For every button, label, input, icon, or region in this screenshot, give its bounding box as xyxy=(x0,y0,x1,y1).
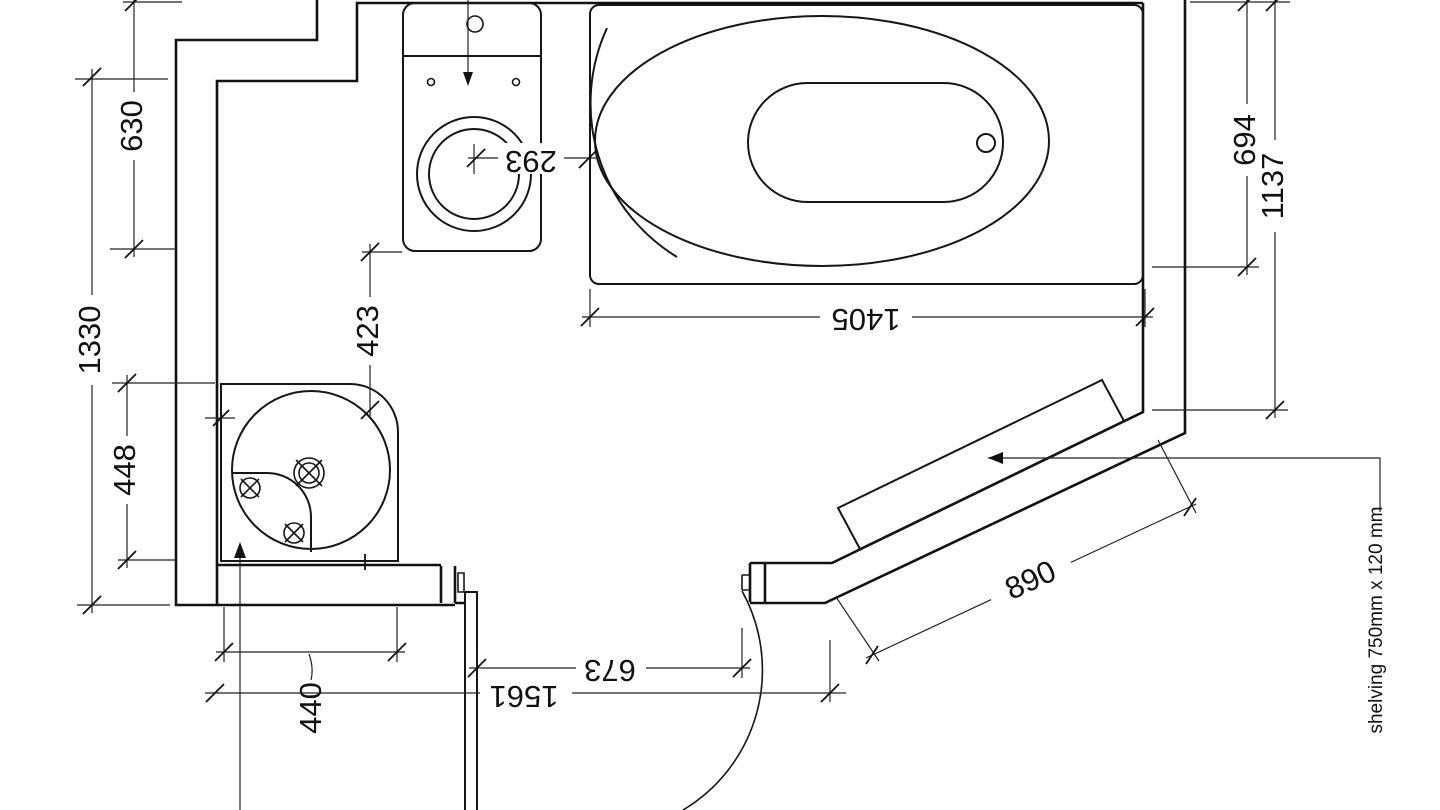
corner-shower xyxy=(220,383,399,810)
toilet-bolt-right xyxy=(511,77,521,87)
dimension-293: 293 xyxy=(466,143,598,179)
dim-label-1330: 1330 xyxy=(72,306,107,375)
shower-valve-symbol-2 xyxy=(283,522,305,544)
shower-tray-step xyxy=(232,472,312,552)
bathtub xyxy=(589,4,1144,285)
dim-label-440: 440 xyxy=(293,682,328,734)
dim-label-1137: 1137 xyxy=(1255,153,1290,220)
shower-enclosure xyxy=(220,383,399,562)
shower-drain-symbol xyxy=(293,457,325,489)
shelving-leader-arrow-icon xyxy=(988,452,1003,464)
dimension-694: 694 xyxy=(1152,0,1290,277)
door-swing-arc xyxy=(682,590,764,810)
wall-outer-left xyxy=(174,0,455,607)
wall-outer-right-angled xyxy=(750,0,1187,605)
dimension-448: 448 xyxy=(107,373,215,570)
door-jamb-right xyxy=(748,563,767,602)
toilet-body xyxy=(402,2,542,252)
dimension-1561: 1561 xyxy=(205,640,846,714)
bathtub-drain xyxy=(976,133,996,153)
toilet xyxy=(402,0,542,252)
dim-label-293: 293 xyxy=(505,144,557,179)
shelving-label: shelving 750mm x 120 mm xyxy=(1366,506,1387,733)
door xyxy=(464,590,764,810)
dim-label-1405: 1405 xyxy=(832,302,901,337)
shelving-annotation: shelving 750mm x 120 mm xyxy=(988,452,1387,734)
door-jamb-left-stop xyxy=(457,572,465,593)
dim-label-1561: 1561 xyxy=(490,679,559,714)
dim-label-673: 673 xyxy=(584,653,636,688)
bathtub-basin xyxy=(747,82,1004,203)
dim-label-630: 630 xyxy=(114,100,149,152)
bathtub-rim-detail-arc xyxy=(589,27,678,258)
dim-label-423: 423 xyxy=(350,305,385,357)
dimension-440: 440 xyxy=(214,607,407,734)
bathtub-enclosure xyxy=(589,4,1144,285)
dimension-1405: 1405 xyxy=(580,289,1155,337)
dimension-423: 423 xyxy=(205,242,402,427)
dimension-1330: 1330 xyxy=(72,67,170,615)
bathtub-rim xyxy=(594,15,1050,267)
dim-label-694: 694 xyxy=(1227,114,1262,166)
shelf-outline xyxy=(836,378,1126,551)
shelf xyxy=(836,378,1126,551)
walls xyxy=(174,0,1187,607)
shower-entry-arrow-icon xyxy=(234,542,246,558)
dim-label-448: 448 xyxy=(107,444,142,496)
shower-valve-symbol-1 xyxy=(239,477,261,499)
door-jamb-left xyxy=(439,566,465,605)
shelving-leader-line xyxy=(988,457,1381,512)
dimension-673: 673 xyxy=(467,628,752,688)
dimension-1137: 1137 xyxy=(1152,0,1292,420)
door-leaf xyxy=(464,591,478,810)
door-jamb-right-stop xyxy=(741,574,750,591)
toilet-bolt-left xyxy=(426,77,436,87)
dimension-630: 630 xyxy=(110,0,182,259)
toilet-flush-button xyxy=(466,15,484,33)
toilet-centerline-arrow-icon xyxy=(463,72,473,86)
